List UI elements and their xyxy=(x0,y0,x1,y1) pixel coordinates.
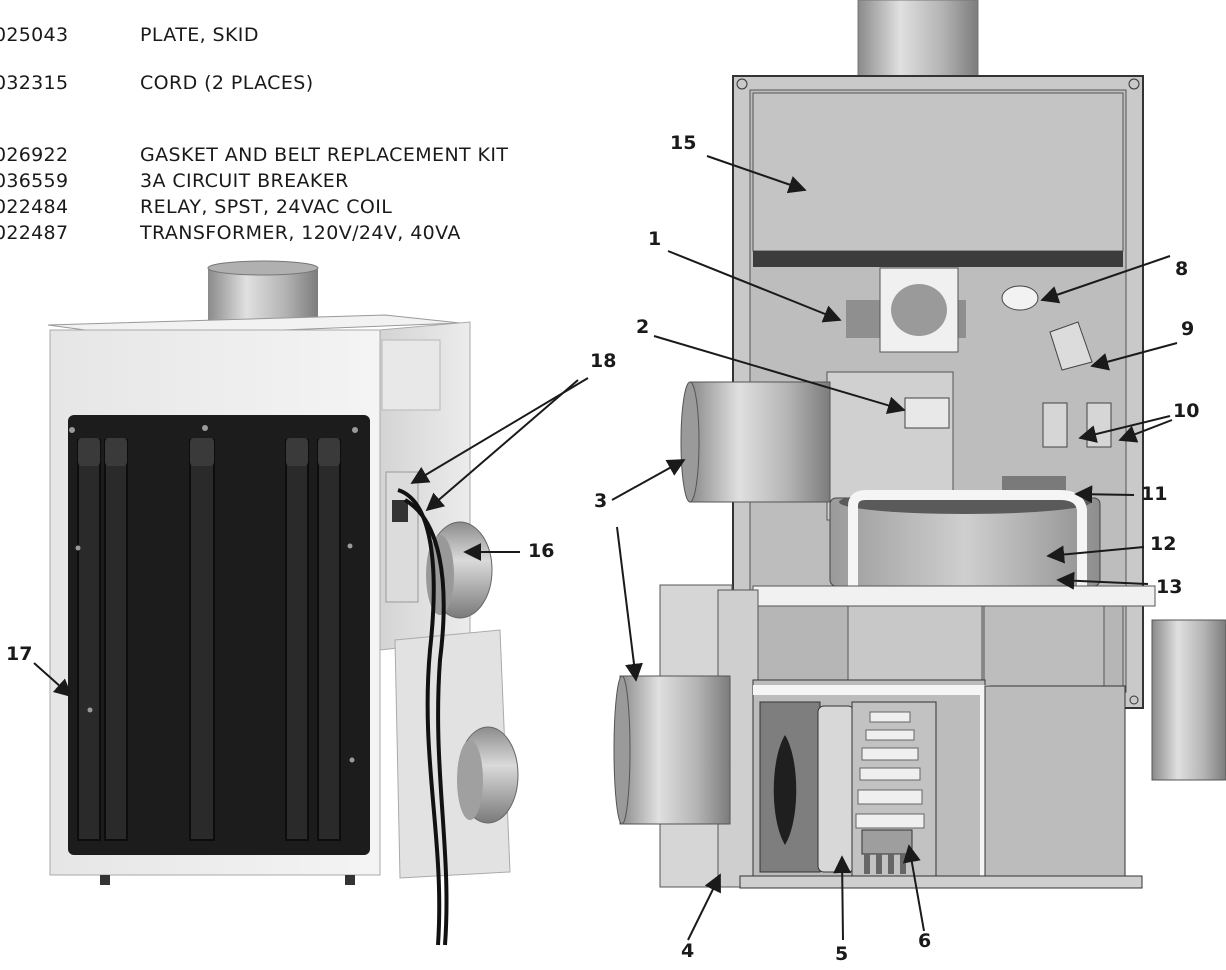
callout-12: 12 xyxy=(1150,533,1177,555)
part-description: CORD (2 PLACES) xyxy=(140,72,314,94)
part-number: 026922 xyxy=(0,144,69,166)
part-number: 022487 xyxy=(0,222,69,244)
callout-6: 6 xyxy=(918,930,932,952)
part-description: TRANSFORMER, 120V/24V, 40VA xyxy=(140,222,461,244)
part-description: RELAY, SPST, 24VAC COIL xyxy=(140,196,393,218)
callout-3: 3 xyxy=(594,490,608,512)
callout-5: 5 xyxy=(835,943,849,965)
callout-15: 15 xyxy=(670,132,697,154)
callout-13: 13 xyxy=(1156,576,1183,598)
part-description: PLATE, SKID xyxy=(140,24,259,46)
part-description: GASKET AND BELT REPLACEMENT KIT xyxy=(140,144,509,166)
callout-9: 9 xyxy=(1181,318,1195,340)
callout-10: 10 xyxy=(1173,400,1200,422)
callout-16: 16 xyxy=(528,540,555,562)
part-number: 022484 xyxy=(0,196,69,218)
callout-2: 2 xyxy=(636,316,650,338)
part-number: 025043 xyxy=(0,24,69,46)
callout-18: 18 xyxy=(590,350,617,372)
callout-8: 8 xyxy=(1175,258,1189,280)
callout-1: 1 xyxy=(648,228,662,250)
callout-17: 17 xyxy=(6,643,33,665)
callout-11: 11 xyxy=(1141,483,1168,505)
part-description: 3A CIRCUIT BREAKER xyxy=(140,170,349,192)
parts-list: 025043 PLATE, SKID 032315 CORD (2 PLACES… xyxy=(0,0,620,260)
part-number: 032315 xyxy=(0,72,69,94)
callout-4: 4 xyxy=(681,940,695,962)
part-number: 036559 xyxy=(0,170,69,192)
